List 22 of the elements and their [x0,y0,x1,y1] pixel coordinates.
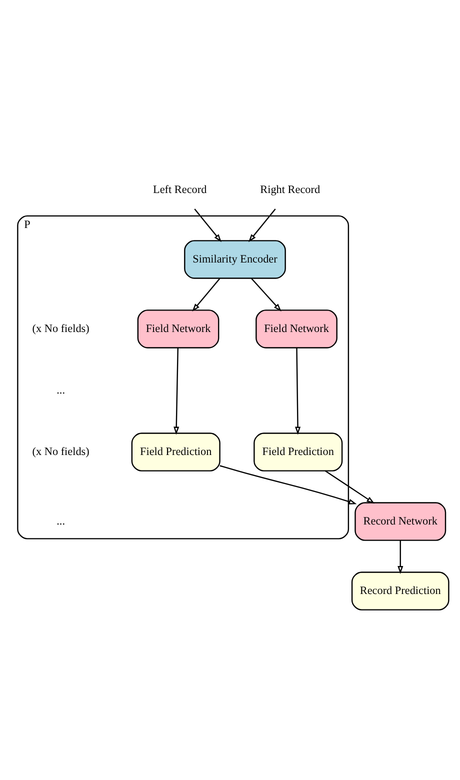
label: ... [56,514,66,527]
label: (x No fields) [32,445,90,458]
arrow [251,278,282,312]
node-box: Field Prediction [254,432,343,471]
node-box: Similarity Encoder [184,240,286,278]
node-box: Field Prediction [131,432,220,471]
node-box: Field Network [256,309,338,348]
arrow [194,208,222,242]
node-text: Left Record [153,183,207,196]
label: ... [56,384,66,396]
node-text: Right Record [260,183,320,196]
arrow [192,278,220,312]
node-box: Record Prediction [351,571,450,610]
arrow [324,470,375,504]
arrow [174,347,180,434]
arrow [294,347,301,434]
arrow [220,464,357,504]
arrow [248,208,276,242]
node-box: Record Network [354,502,446,540]
arrow [398,540,404,574]
label: (x No fields) [32,322,90,334]
node-box: Field Network [137,309,220,348]
